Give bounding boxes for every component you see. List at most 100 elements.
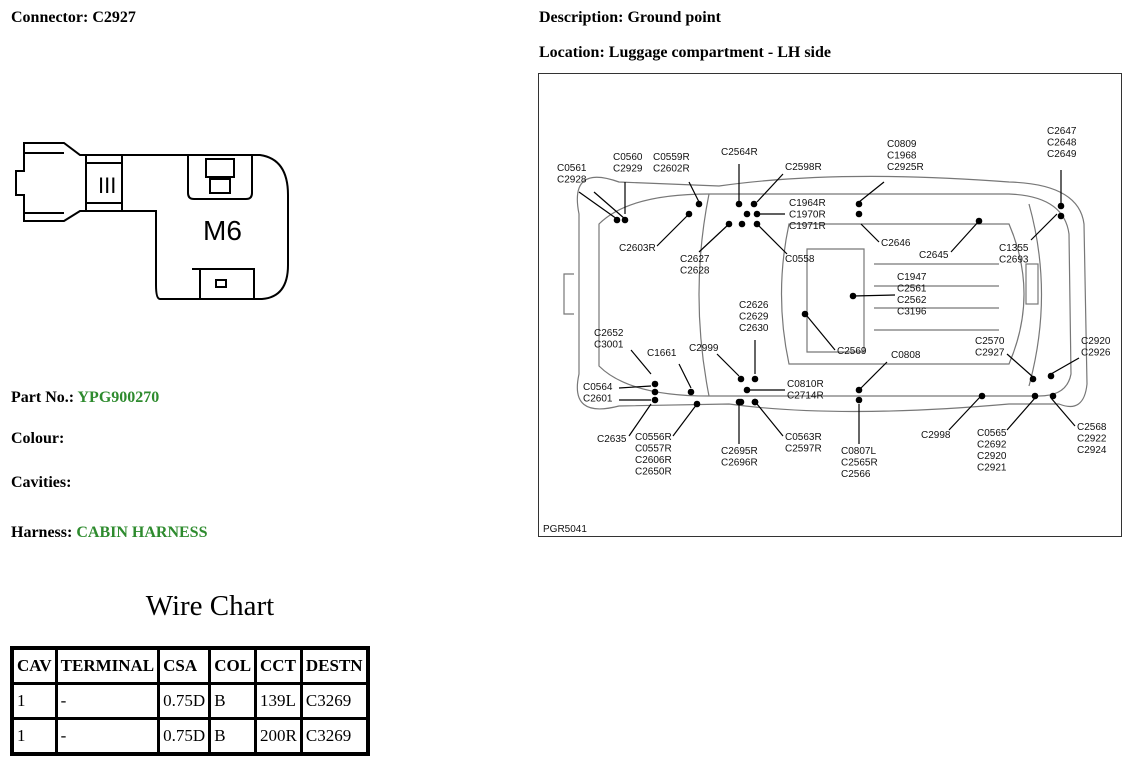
connector-callout-line: C2635 xyxy=(597,434,627,445)
connector-callout-label[interactable]: C2564R xyxy=(721,147,758,158)
connector-location-dot[interactable] xyxy=(725,220,733,228)
connector-location-dot[interactable] xyxy=(975,217,983,225)
connector-location-dot[interactable] xyxy=(743,386,751,394)
connector-callout-label[interactable]: C2598R xyxy=(785,162,822,173)
table-cell-col: B xyxy=(208,682,258,720)
connector-callout-label[interactable]: C0558 xyxy=(785,254,815,265)
connector-location-dot[interactable] xyxy=(753,220,761,228)
connector-callout-line: C2606R xyxy=(635,455,672,466)
connector-location-dot[interactable] xyxy=(1029,375,1037,383)
connector-callout-line: C1971R xyxy=(789,221,826,232)
connector-callout-label[interactable]: C2645 xyxy=(919,250,949,261)
column-header-csa: CSA xyxy=(157,646,212,685)
connector-location-dot[interactable] xyxy=(1047,372,1055,380)
vehicle-outline xyxy=(563,175,1088,413)
connector-location-dot[interactable] xyxy=(855,200,863,208)
connector-location-dot[interactable] xyxy=(685,210,693,218)
connector-callout-line: C0809 xyxy=(887,139,917,150)
connector-location-dot[interactable] xyxy=(687,388,695,396)
connector-location-dot[interactable] xyxy=(621,216,629,224)
connector-location-dot[interactable] xyxy=(737,375,745,383)
harness-value[interactable]: CABIN HARNESS xyxy=(76,524,208,541)
connector-location-dot[interactable] xyxy=(651,396,659,404)
connector-location-dot[interactable] xyxy=(613,216,621,224)
connector-callout-line: C2626 xyxy=(739,300,769,311)
connector-location-dot[interactable] xyxy=(753,210,761,218)
connector-location-dot[interactable] xyxy=(735,200,743,208)
connector-location-dot[interactable] xyxy=(978,392,986,400)
connector-location-dot[interactable] xyxy=(1057,202,1065,210)
connector-callout-line: C2628 xyxy=(680,266,710,277)
connector-callout-label[interactable]: C2635 xyxy=(597,434,627,445)
connector-callout-line: C2570 xyxy=(975,336,1005,347)
connector-callout-line: C0557R xyxy=(635,444,672,455)
connector-callout-label[interactable]: C2999 xyxy=(689,343,719,354)
connector-callout-line: C2696R xyxy=(721,458,758,469)
connector-callout-line: C0564 xyxy=(583,382,613,393)
connector-callout-line: C2646 xyxy=(881,238,911,249)
connector-location-dot[interactable] xyxy=(855,396,863,404)
connector-callout-line: C2566 xyxy=(841,469,871,480)
connector-location-dot[interactable] xyxy=(855,210,863,218)
callout-leader-line xyxy=(688,181,700,203)
connector-location-dot[interactable] xyxy=(693,400,701,408)
callout-leader-line xyxy=(1050,397,1076,427)
part-no-label: Part No.: xyxy=(11,389,75,406)
colour-line: Colour: xyxy=(11,430,64,448)
connector-location-dot[interactable] xyxy=(743,210,751,218)
part-no-value[interactable]: YPG900270 xyxy=(77,389,160,406)
connector-callout-label[interactable]: C2569 xyxy=(837,346,867,357)
connector-callout-label[interactable]: C1661 xyxy=(647,348,677,359)
connector-location-dot[interactable] xyxy=(651,380,659,388)
connector-location-dot[interactable] xyxy=(1031,392,1039,400)
callout-leader-line xyxy=(860,361,888,389)
table-cell-cav: 1 xyxy=(10,682,58,720)
connector-callout-line: C2926 xyxy=(1081,348,1111,359)
connector-location-dot[interactable] xyxy=(801,310,809,318)
connector-location-dot[interactable] xyxy=(738,220,746,228)
connector-location-dot[interactable] xyxy=(735,398,743,406)
connector-callout-line: C2564R xyxy=(721,147,758,158)
description-value: Ground point xyxy=(627,9,721,26)
connector-location-dot[interactable] xyxy=(651,388,659,396)
connector-location-dot[interactable] xyxy=(750,200,758,208)
connector-location-dot[interactable] xyxy=(1049,392,1057,400)
connector-callout-label[interactable]: C2603R xyxy=(619,243,656,254)
connector-callout-label[interactable]: C2646 xyxy=(881,238,911,249)
connector-location-dot[interactable] xyxy=(751,398,759,406)
connector-location-dot[interactable] xyxy=(855,386,863,394)
connector-callout-label[interactable]: C2998 xyxy=(921,430,951,441)
connector-callout-line: C2598R xyxy=(785,162,822,173)
connector-location-dot[interactable] xyxy=(695,200,703,208)
column-header-col: COL xyxy=(208,646,258,685)
connector-callout-line: C2568 xyxy=(1077,422,1107,433)
connector-callout-line: C0560 xyxy=(613,152,643,163)
connector-callout-label[interactable]: C0808 xyxy=(891,350,921,361)
connector-location-dot[interactable] xyxy=(849,292,857,300)
connector-location-dot[interactable] xyxy=(751,375,759,383)
connector-location-dot[interactable] xyxy=(1057,212,1065,220)
